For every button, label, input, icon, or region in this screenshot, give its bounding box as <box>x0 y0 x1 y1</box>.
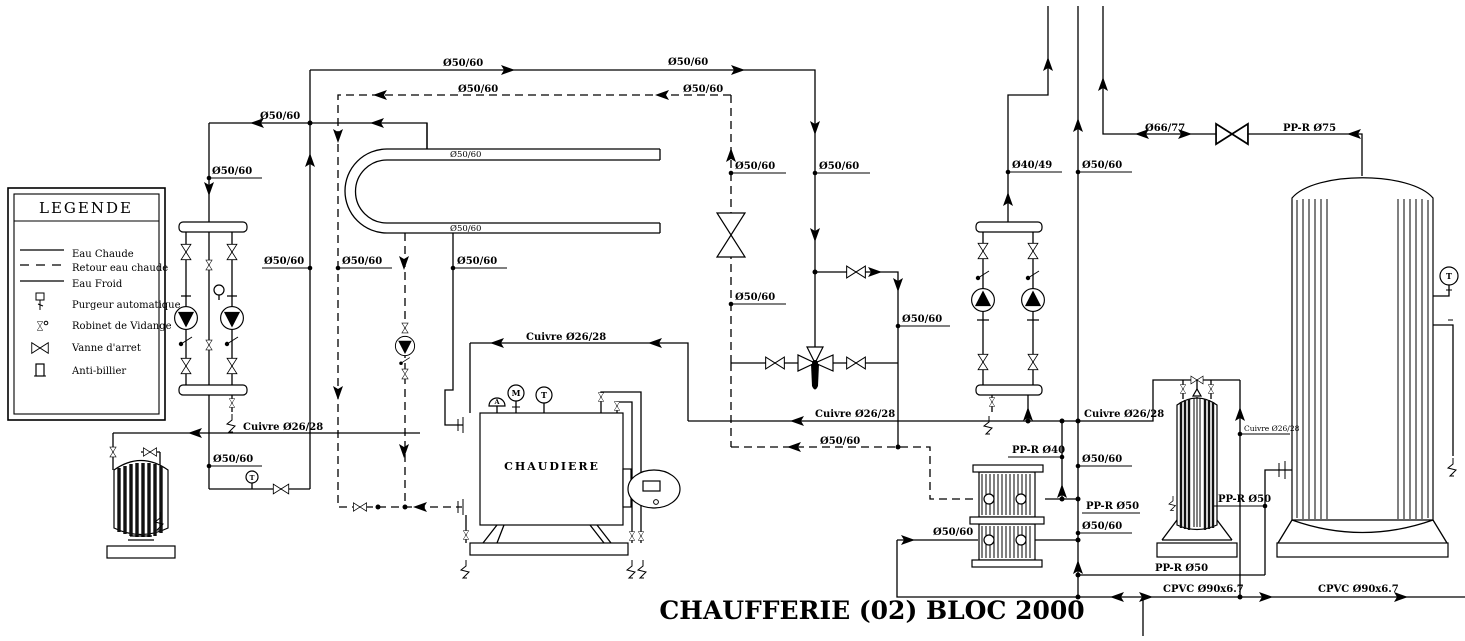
pipe-labels: Ø50/60 Ø50/60 Ø50/60 Ø50/60 Ø50/60 Ø50/6… <box>212 57 1399 595</box>
pipe-label: PP-R Ø50 <box>1086 501 1139 512</box>
plate-heat-exchanger <box>969 464 1045 568</box>
inline-pump <box>394 322 416 380</box>
legend-item-label: Purgeur automatique <box>72 300 181 311</box>
thermometer-icon <box>1439 266 1459 286</box>
shutoff-valve-icon <box>846 356 866 370</box>
shutoff-valve-icon <box>765 356 785 370</box>
pipe-label: Ø50/60 <box>820 436 860 447</box>
pipe-label: PP-R Ø75 <box>1283 123 1336 134</box>
pump-icon <box>1021 288 1045 312</box>
thermometer-icon <box>245 470 259 484</box>
svg-text:M: M <box>512 388 521 398</box>
drain-icon <box>460 559 470 579</box>
pipe-label: PP-R Ø50 <box>1218 494 1271 505</box>
three-way-valve <box>797 346 834 390</box>
label-leaders <box>209 171 1290 534</box>
pump-group-left <box>174 221 248 433</box>
junction-dots <box>206 120 1268 600</box>
boiler: CHAUDIERE A M T <box>457 384 681 579</box>
pump-icon <box>220 306 244 330</box>
manometer-icon <box>507 384 525 402</box>
shutoff-valve-icon <box>143 447 157 457</box>
drain-icon <box>226 413 236 433</box>
pipe-label: Ø50/60 <box>212 166 252 177</box>
thermometer-icon <box>535 386 553 404</box>
pipe-label: PP-R Ø40 <box>1012 445 1065 456</box>
pipe-label: Cuivre Ø26/28 <box>526 332 606 343</box>
drain-icon <box>1447 457 1457 477</box>
boiler-label: CHAUDIERE <box>504 460 600 473</box>
legend-item-label: Eau Chaude <box>72 249 134 260</box>
shutoff-valve-icon <box>272 483 290 495</box>
burner <box>622 468 681 509</box>
pipe-label: Ø50/60 <box>457 256 497 267</box>
legend-title: LEGENDE <box>39 199 133 217</box>
legend-item-label: Eau Froid <box>72 279 123 290</box>
pipe-label: Ø50/60 <box>443 58 483 69</box>
anti-hammer-symbol <box>33 363 47 377</box>
drain-icon <box>637 559 647 579</box>
sanitary-cylinder <box>1156 387 1238 558</box>
pipe-label: Ø50/60 <box>213 454 253 465</box>
legend-box: LEGENDE Eau Chaude Retour eau chaude Eau… <box>7 187 181 421</box>
valves <box>109 122 1249 512</box>
drawing-title: CHAUFFERIE (02) BLOC 2000 <box>659 596 1084 625</box>
legend-item-label: Retour eau chaude <box>72 263 168 274</box>
legend-item-label: Anti-billier <box>71 366 126 377</box>
pipe-label: Ø40/49 <box>1012 160 1052 171</box>
purge-valve-icon <box>109 446 117 458</box>
pipe-label: Ø50/60 <box>735 292 775 303</box>
svg-text:T: T <box>541 390 547 400</box>
main-shutoff-valve-icon <box>1215 122 1249 146</box>
pipe-label: Cuivre Ø26/28 <box>815 409 895 420</box>
svg-text:T: T <box>250 474 255 482</box>
storage-tank: T <box>1276 177 1459 558</box>
pipe-label: Ø50/60 <box>1082 160 1122 171</box>
pipe-label: Ø50/60 <box>902 314 942 325</box>
pipe-label: Ø50/60 <box>819 161 859 172</box>
pipe-label: Ø50/60 <box>264 256 304 267</box>
legend-item-label: Vanne d'arret <box>71 343 141 354</box>
pipe-label: Ø50/60 <box>342 256 382 267</box>
legend-item-label: Robinet de Vidange <box>72 321 172 332</box>
pump-group-right <box>971 221 1045 435</box>
boiler-gauges: A M T <box>488 384 553 408</box>
pipe-label: Ø50/60 <box>933 527 973 538</box>
safety-valve-icon <box>488 397 506 407</box>
drain-icon <box>983 415 993 435</box>
drain-icon <box>1168 495 1176 511</box>
svg-text:T: T <box>1446 271 1452 281</box>
line-gauge: T <box>245 470 259 484</box>
pipe-label: Ø50/60 <box>668 57 708 68</box>
pipe-label: CPVC Ø90x6.7 <box>1318 584 1399 595</box>
purge-valve-icon <box>1207 384 1215 394</box>
pipe-label: Cuivre Ø26/28 <box>1244 424 1300 433</box>
pipe-label: Ø50/60 <box>450 149 481 160</box>
return-main-valve <box>715 212 747 258</box>
return-piping <box>337 94 978 508</box>
pipe-label: Ø50/60 <box>450 223 481 234</box>
pipe-label: Ø50/60 <box>260 111 300 122</box>
purge-valve-icon <box>1179 384 1187 394</box>
pipe-label: Cuivre Ø26/28 <box>1084 409 1164 420</box>
svg-text:A: A <box>493 398 500 406</box>
expansion-tank <box>106 459 176 559</box>
pipe-label: Ø50/60 <box>1082 521 1122 532</box>
pipe-label: CPVC Ø90x6.7 <box>1163 584 1244 595</box>
pipe-label: Ø50/60 <box>458 84 498 95</box>
pump-icon <box>971 288 995 312</box>
pipe-label: Cuivre Ø26/28 <box>243 422 323 433</box>
pipe-label: PP-R Ø50 <box>1155 563 1208 574</box>
shutoff-valve-icon <box>846 265 866 279</box>
pump-icon <box>394 335 416 357</box>
pipe-label: Ø50/60 <box>683 84 723 95</box>
pump-gauge-icon <box>213 284 225 296</box>
pipe-label: Ø66/77 <box>1145 123 1185 134</box>
pipe-label: Ø50/60 <box>1082 454 1122 465</box>
pipe-label: Ø50/60 <box>735 161 775 172</box>
drain-icon <box>626 559 636 579</box>
shutoff-valve-icon <box>353 502 367 512</box>
